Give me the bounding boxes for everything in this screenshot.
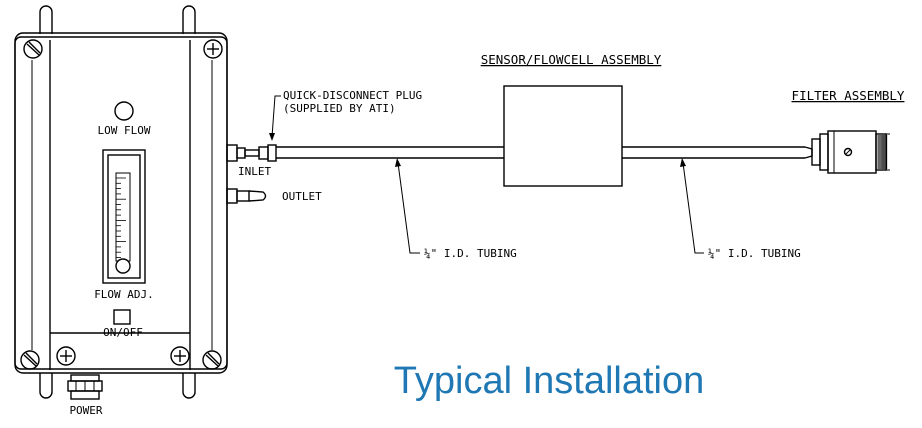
- corner-screw-top-left: [23, 39, 43, 59]
- power-label: POWER: [69, 404, 102, 417]
- tubing-right-arrowhead: [680, 158, 686, 167]
- corner-screw-top-right: [203, 39, 223, 59]
- tubing-left-arrowhead: [395, 158, 401, 167]
- flowmeter: [102, 149, 146, 284]
- screw-lower-left: [56, 346, 76, 366]
- sensor-flowcell-box: [503, 85, 623, 187]
- inlet-fitting: [226, 144, 277, 162]
- qd-plug-label: QUICK-DISCONNECT PLUG (SUPPLIED BY ATI): [283, 89, 429, 115]
- power-cable-gland: [67, 374, 103, 400]
- tubing-right: [622, 146, 813, 159]
- flow-adj-label: FLOW ADJ.: [94, 288, 154, 301]
- outlet-fitting: [226, 188, 267, 204]
- inlet-label: INLET: [238, 165, 271, 178]
- tubing-right-leader: [682, 162, 704, 254]
- sensor-assembly-label: SENSOR/FLOWCELL ASSEMBLY: [481, 52, 662, 67]
- filter-assembly: [811, 130, 890, 174]
- top-mounting-tabs: [39, 5, 196, 34]
- low-flow-label: LOW FLOW: [98, 124, 151, 137]
- bottom-mounting-tabs: [39, 373, 196, 399]
- on-off-label: ON/OFF: [103, 326, 143, 339]
- on-off-switch[interactable]: [113, 309, 131, 325]
- tubing-left: [276, 146, 504, 159]
- qd-plug-line2: (SUPPLIED BY ATI): [283, 102, 396, 115]
- tubing-left-leader: [397, 162, 420, 254]
- qd-plug-line1: QUICK-DISCONNECT PLUG: [283, 89, 422, 102]
- outlet-label: OUTLET: [282, 190, 322, 203]
- tubing-left-label: ¼" I.D. TUBING: [424, 247, 517, 260]
- low-flow-indicator: [114, 101, 134, 121]
- corner-screw-bottom-left: [20, 350, 40, 370]
- tubing-right-label: ¼" I.D. TUBING: [708, 247, 801, 260]
- caption-title: Typical Installation: [394, 360, 705, 402]
- monitor-enclosure: [14, 32, 228, 374]
- filter-assembly-label: FILTER ASSEMBLY: [792, 88, 905, 103]
- corner-screw-bottom-right: [202, 350, 222, 370]
- qd-plug-arrowhead: [269, 133, 275, 141]
- screw-lower-right: [170, 346, 190, 366]
- qd-plug-leader: [271, 95, 281, 138]
